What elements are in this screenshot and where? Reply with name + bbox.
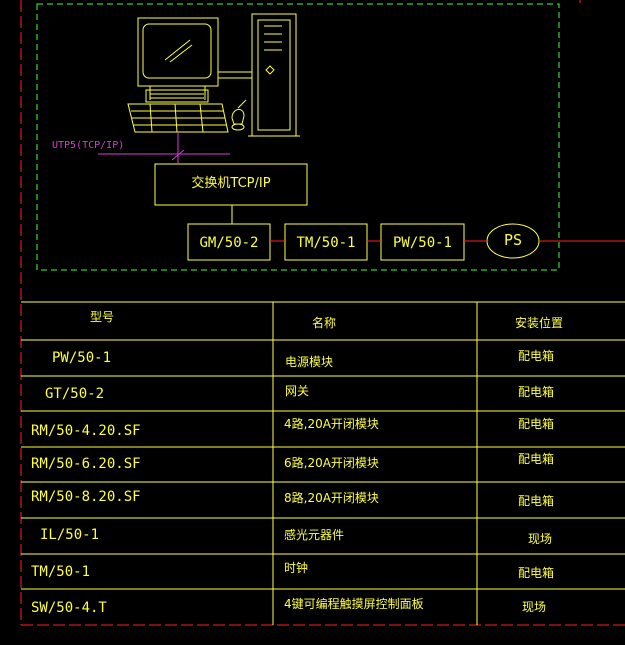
table-cell-model: RM/50-4.20.SF: [31, 423, 141, 439]
table-header-location: 安装位置: [515, 316, 564, 330]
table-header-model: 型号: [90, 310, 115, 324]
table-cell-location: 现场: [528, 532, 553, 546]
utp-cable-label: UTP5(TCP/IP): [52, 140, 125, 151]
table-cell-name: 网关: [285, 384, 310, 398]
equipment-enclosure-dashed: [36, 3, 560, 271]
ps-label: PS: [503, 231, 523, 249]
table-cell-location: 配电箱: [518, 566, 555, 580]
network-switch-label: 交换机TCP/IP: [191, 176, 271, 191]
module-label-pw: PW/50-1: [392, 235, 452, 251]
network-switch-box: [154, 163, 308, 206]
table-header-name: 名称: [312, 316, 337, 330]
table-cell-location: 配电箱: [518, 349, 555, 363]
table-cell-location: 配电箱: [518, 452, 555, 466]
table-cell-model: GT/50-2: [45, 386, 105, 402]
table-cell-model: IL/50-1: [40, 527, 100, 543]
table-cell-model: TM/50-1: [31, 564, 91, 580]
module-box-gm: [187, 223, 271, 261]
table-cell-model: RM/50-6.20.SF: [31, 456, 141, 472]
module-label-tm: TM/50-1: [296, 235, 356, 251]
table-cell-name: 6路,20A开闭模块: [284, 456, 379, 470]
module-label-gm: GM/50-2: [199, 235, 259, 251]
table-cell-model: PW/50-1: [52, 350, 112, 366]
module-box-pw: [380, 223, 465, 261]
table-cell-location: 配电箱: [518, 417, 555, 431]
table-cell-location: 现场: [522, 600, 547, 614]
table-cell-location: 配电箱: [518, 494, 555, 508]
table-cell-location: 配电箱: [518, 385, 555, 399]
table-cell-name: 8路,20A开闭模块: [284, 491, 379, 505]
table-cell-name: 电源模块: [285, 355, 334, 369]
module-box-tm: [284, 223, 368, 261]
table-cell-name: 4键可编程触摸屏控制面板: [284, 597, 424, 611]
component-table-grid: [21, 301, 625, 625]
computer-workstation-icon: [127, 13, 300, 137]
table-cell-name: 感光元器件: [284, 528, 345, 542]
table-cell-name: 时钟: [284, 561, 309, 575]
table-cell-model: SW/50-4.T: [31, 600, 107, 616]
table-cell-model: RM/50-8.20.SF: [31, 489, 141, 505]
table-cell-name: 4路,20A开闭模块: [284, 417, 379, 431]
